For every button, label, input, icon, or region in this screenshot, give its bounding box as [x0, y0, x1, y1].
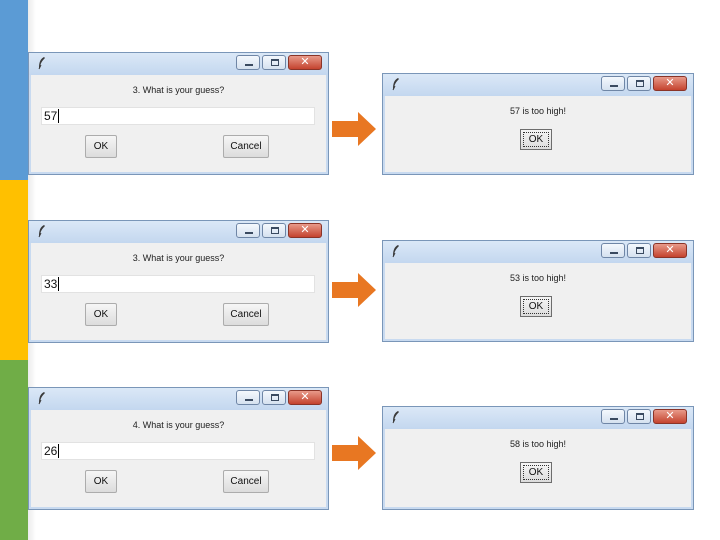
guess-prompt: 3. What is your guess?: [132, 85, 225, 95]
stripe-yellow: [0, 180, 28, 360]
minimize-button[interactable]: [601, 76, 625, 91]
input-dialog-1: ✕ 3. What is your guess? 57 OK Cancel: [28, 52, 329, 175]
feather-icon: [38, 57, 45, 70]
stripe-blue: [0, 0, 28, 180]
feather-icon: [38, 225, 45, 238]
maximize-icon: [271, 394, 279, 401]
minimize-icon: [610, 85, 618, 87]
result-dialog-1: ✕ 57 is too high! OK: [382, 73, 694, 175]
minimize-icon: [245, 399, 253, 401]
close-icon: ✕: [665, 243, 675, 256]
title-bar[interactable]: ✕: [383, 241, 693, 263]
close-icon: ✕: [300, 390, 310, 403]
minimize-icon: [245, 64, 253, 66]
stripe-green: [0, 360, 28, 540]
dialog-body: 3. What is your guess? 57 OK Cancel: [33, 75, 324, 170]
close-button[interactable]: ✕: [653, 243, 687, 258]
minimize-icon: [610, 252, 618, 254]
guess-input-value: 33: [44, 277, 60, 291]
title-bar[interactable]: ✕: [29, 53, 328, 75]
close-button[interactable]: ✕: [288, 390, 322, 405]
guess-input-value: 57: [44, 109, 60, 123]
minimize-icon: [245, 232, 253, 234]
input-dialog-3: ✕ 4. What is your guess? 26 OK Cancel: [28, 387, 329, 510]
minimize-button[interactable]: [601, 409, 625, 424]
result-dialog-3: ✕ 58 is too high! OK: [382, 406, 694, 510]
input-dialog-2: ✕ 3. What is your guess? 33 OK Cancel: [28, 220, 329, 343]
ok-button[interactable]: OK: [85, 135, 117, 158]
maximize-button[interactable]: [262, 223, 286, 238]
feather-icon: [392, 411, 399, 424]
minimize-button[interactable]: [601, 243, 625, 258]
close-icon: ✕: [300, 223, 310, 236]
result-dialog-2: ✕ 53 is too high! OK: [382, 240, 694, 342]
feather-icon: [392, 245, 399, 258]
feather-icon: [392, 78, 399, 91]
minimize-icon: [610, 418, 618, 420]
close-button[interactable]: ✕: [288, 223, 322, 238]
maximize-icon: [271, 59, 279, 66]
dialog-body: 53 is too high! OK: [387, 263, 689, 337]
cancel-button[interactable]: Cancel: [223, 470, 269, 493]
maximize-button[interactable]: [262, 55, 286, 70]
minimize-button[interactable]: [236, 55, 260, 70]
feather-icon: [38, 392, 45, 405]
guess-prompt: 3. What is your guess?: [132, 253, 225, 263]
close-icon: ✕: [665, 409, 675, 422]
title-bar[interactable]: ✕: [29, 221, 328, 243]
ok-button[interactable]: OK: [520, 462, 552, 483]
maximize-icon: [636, 413, 644, 420]
maximize-icon: [271, 227, 279, 234]
close-button[interactable]: ✕: [288, 55, 322, 70]
result-message: 53 is too high!: [509, 273, 567, 283]
cancel-button[interactable]: Cancel: [223, 303, 269, 326]
result-message: 57 is too high!: [509, 106, 567, 116]
dialog-body: 57 is too high! OK: [387, 96, 689, 170]
close-icon: ✕: [300, 55, 310, 68]
ok-button[interactable]: OK: [520, 296, 552, 317]
title-bar[interactable]: ✕: [383, 74, 693, 96]
guess-input[interactable]: 26: [41, 442, 315, 460]
maximize-icon: [636, 80, 644, 87]
arrow-icon: [332, 436, 376, 470]
result-message: 58 is too high!: [509, 439, 567, 449]
guess-input-value: 26: [44, 444, 60, 458]
minimize-button[interactable]: [236, 390, 260, 405]
cancel-button[interactable]: Cancel: [223, 135, 269, 158]
maximize-button[interactable]: [627, 243, 651, 258]
title-bar[interactable]: ✕: [383, 407, 693, 429]
maximize-icon: [636, 247, 644, 254]
maximize-button[interactable]: [262, 390, 286, 405]
maximize-button[interactable]: [627, 76, 651, 91]
dialog-body: 58 is too high! OK: [387, 429, 689, 505]
guess-prompt: 4. What is your guess?: [132, 420, 225, 430]
arrow-icon: [332, 112, 376, 146]
maximize-button[interactable]: [627, 409, 651, 424]
minimize-button[interactable]: [236, 223, 260, 238]
close-button[interactable]: ✕: [653, 409, 687, 424]
ok-button[interactable]: OK: [85, 303, 117, 326]
ok-button[interactable]: OK: [85, 470, 117, 493]
title-bar[interactable]: ✕: [29, 388, 328, 410]
dialog-body: 4. What is your guess? 26 OK Cancel: [33, 410, 324, 505]
guess-input[interactable]: 33: [41, 275, 315, 293]
close-icon: ✕: [665, 76, 675, 89]
arrow-icon: [332, 273, 376, 307]
dialog-body: 3. What is your guess? 33 OK Cancel: [33, 243, 324, 338]
close-button[interactable]: ✕: [653, 76, 687, 91]
guess-input[interactable]: 57: [41, 107, 315, 125]
ok-button[interactable]: OK: [520, 129, 552, 150]
